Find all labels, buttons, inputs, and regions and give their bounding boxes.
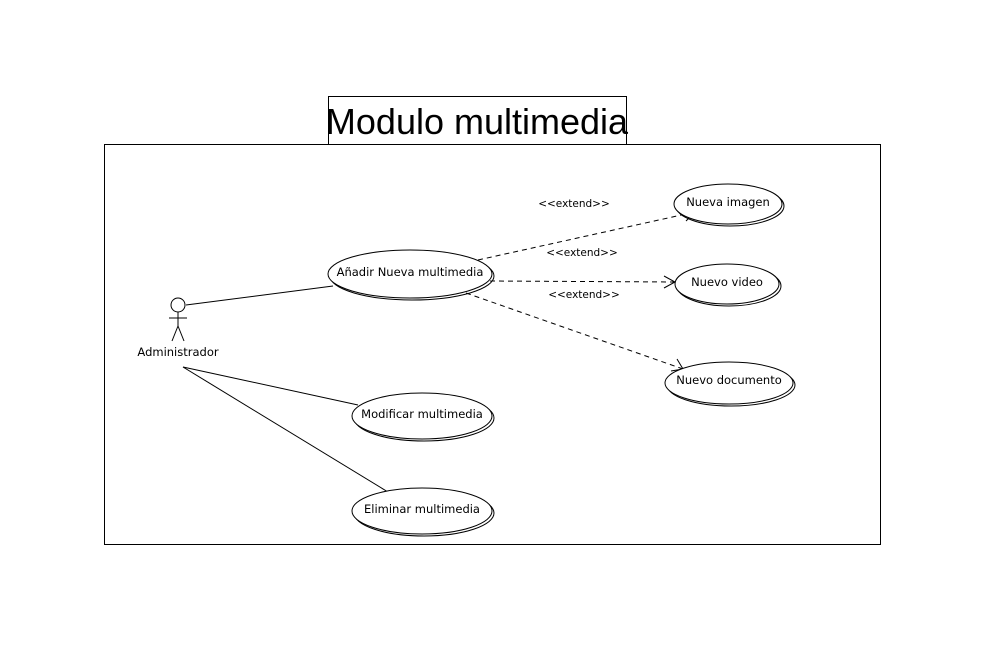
extend-label-video: <<extend>> xyxy=(546,247,618,259)
use-case-video-label: Nuevo video xyxy=(691,275,763,289)
extend-line-document xyxy=(465,292,684,370)
extend-line-video xyxy=(489,280,676,283)
association-add xyxy=(185,285,334,306)
actor-label: Administrador xyxy=(137,345,218,359)
use-case-add-label: Añadir Nueva multimedia xyxy=(337,265,484,279)
use-case-document-label: Nuevo documento xyxy=(676,373,782,387)
use-case-delete-label: Eliminar multimedia xyxy=(364,502,480,516)
system-title: Modulo multimedia xyxy=(326,101,629,142)
extend-label-image: <<extend>> xyxy=(538,198,610,210)
use-case-modify: Modificar multimedia xyxy=(351,392,495,442)
use-case-image: Nueva imagen xyxy=(673,183,785,227)
use-case-add: Añadir Nueva multimedia xyxy=(327,249,495,301)
system-title-box xyxy=(328,96,627,145)
actor-administrador xyxy=(169,297,187,342)
association-modify xyxy=(182,366,359,406)
use-case-delete: Eliminar multimedia xyxy=(351,487,495,537)
extend-label-document: <<extend>> xyxy=(548,289,620,301)
use-case-document: Nuevo documento xyxy=(664,361,796,407)
use-case-video: Nuevo video xyxy=(674,263,782,307)
use-case-modify-label: Modificar multimedia xyxy=(361,407,483,421)
extend-line-image xyxy=(477,211,696,261)
actor-right-leg xyxy=(177,325,185,342)
actor-left-leg xyxy=(171,325,179,342)
association-delete xyxy=(182,366,389,493)
use-case-image-label: Nueva imagen xyxy=(686,195,770,209)
